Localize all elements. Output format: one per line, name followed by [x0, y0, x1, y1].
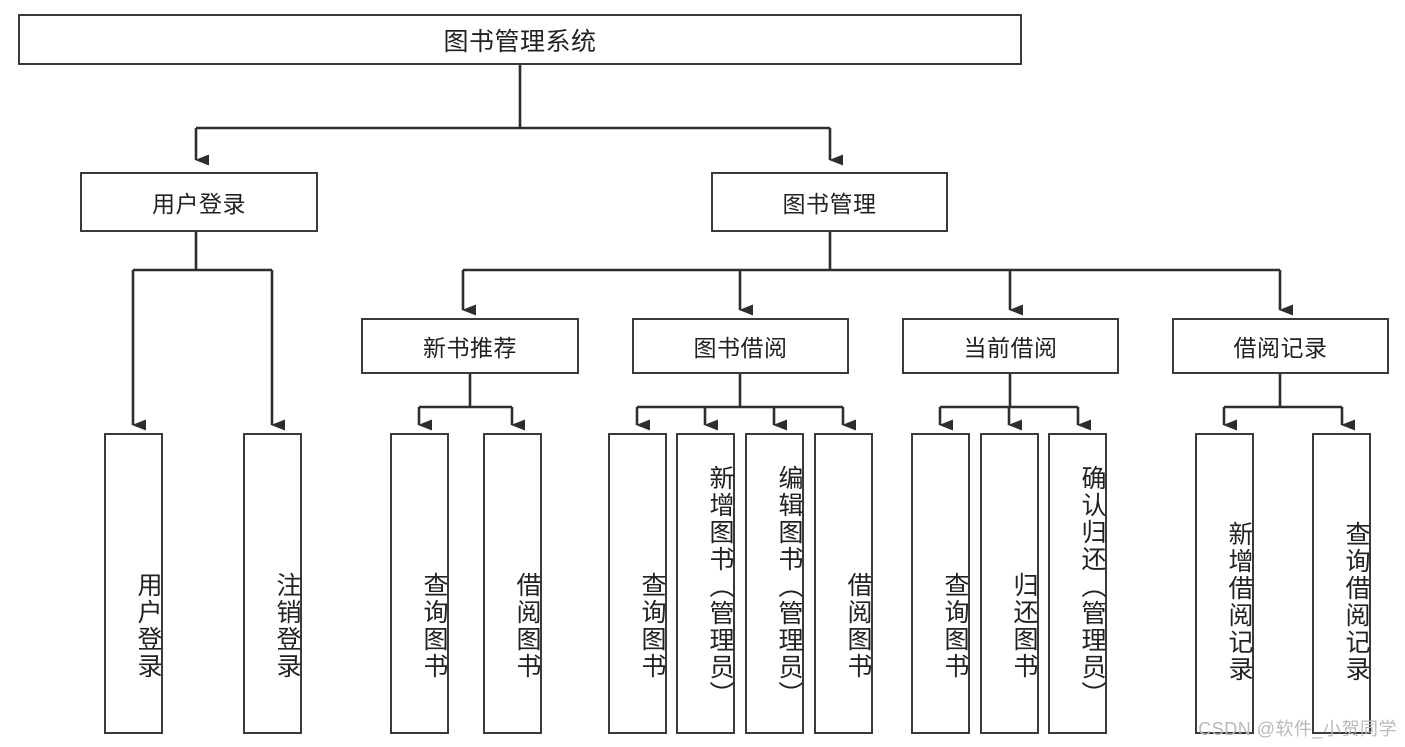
node-label: 编辑图书（管理员）	[775, 465, 803, 708]
leaf-return-books[interactable]: 归还图书	[980, 433, 1039, 734]
leaf-confirm-return-admin[interactable]: 确认归还（管理员）	[1048, 433, 1107, 734]
leaf-query-borrowing-record[interactable]: 查询借阅记录	[1312, 433, 1371, 734]
node-label: 查询图书	[941, 571, 969, 680]
leaf-add-borrowing-record[interactable]: 新增借阅记录	[1195, 433, 1254, 734]
node-label: 归还图书	[1010, 571, 1038, 680]
node-book-management[interactable]: 图书管理	[711, 172, 948, 232]
node-label: 图书借阅	[693, 335, 788, 361]
node-label: 借阅记录	[1233, 335, 1328, 361]
node-label: 图书管理系统	[443, 27, 597, 56]
node-label: 注销登录	[273, 571, 301, 680]
watermark-text: CSDN @软件_小贺同学	[1198, 719, 1397, 739]
node-label: 新增借阅记录	[1225, 520, 1253, 683]
leaf-edit-book-admin[interactable]: 编辑图书（管理员）	[745, 433, 804, 734]
leaf-user-login[interactable]: 用户登录	[104, 433, 163, 734]
node-label: 确认归还（管理员）	[1078, 465, 1106, 708]
node-label: 查询图书	[638, 571, 666, 680]
node-label: 新书推荐	[423, 335, 517, 361]
node-borrowing-records[interactable]: 借阅记录	[1172, 318, 1389, 374]
leaf-logout[interactable]: 注销登录	[243, 433, 302, 734]
node-root-book-management-system[interactable]: 图书管理系统	[18, 14, 1022, 65]
leaf-query-books-current[interactable]: 查询图书	[911, 433, 970, 734]
node-label: 查询图书	[420, 571, 448, 680]
leaf-add-book-admin[interactable]: 新增图书（管理员）	[676, 433, 735, 734]
node-new-book-recommendation[interactable]: 新书推荐	[361, 318, 579, 374]
node-label: 用户登录	[134, 571, 162, 680]
node-current-borrowing[interactable]: 当前借阅	[902, 318, 1119, 374]
node-user-login[interactable]: 用户登录	[80, 172, 318, 232]
node-label: 图书管理	[782, 191, 877, 217]
node-label: 新增图书（管理员）	[706, 465, 734, 708]
node-label: 借阅图书	[844, 571, 872, 680]
node-book-borrowing[interactable]: 图书借阅	[632, 318, 849, 374]
leaf-borrow-books-recommendation[interactable]: 借阅图书	[483, 433, 542, 734]
leaf-query-books-borrowing[interactable]: 查询图书	[608, 433, 667, 734]
node-label: 用户登录	[152, 191, 246, 217]
leaf-query-books-recommendation[interactable]: 查询图书	[390, 433, 449, 734]
node-label: 借阅图书	[513, 571, 541, 680]
leaf-borrow-books-borrowing[interactable]: 借阅图书	[814, 433, 873, 734]
node-label: 当前借阅	[963, 335, 1058, 361]
node-label: 查询借阅记录	[1342, 520, 1370, 683]
